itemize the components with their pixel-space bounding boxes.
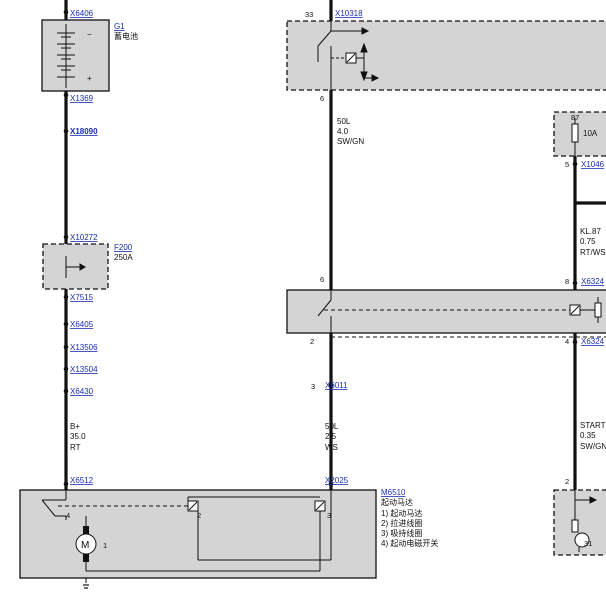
relay-contact-icon xyxy=(317,290,602,333)
splice-dot xyxy=(63,481,69,487)
starter-legend-3: 3) 吸持线圈 xyxy=(381,528,422,538)
pin-1-starter: 1 xyxy=(103,541,107,550)
solenoid-switch-icon xyxy=(41,490,332,572)
pin-2-starter: 2 xyxy=(197,511,201,520)
starter-legend-4: 4) 起动电磁开关 xyxy=(381,538,438,548)
fuse-pin-87: 87 xyxy=(571,113,579,122)
relay-switch-icon xyxy=(317,21,380,90)
fuse-10a-box xyxy=(553,111,606,157)
splice-dot xyxy=(63,234,69,240)
wire-50l-bottom-signal: 50L xyxy=(325,422,339,431)
splice-dot xyxy=(328,382,334,388)
wire-50l-top-color: SW/GN xyxy=(337,137,364,146)
splice-dot xyxy=(63,128,69,134)
connector-x10272[interactable]: X10272 xyxy=(70,233,98,242)
pin-3-x6011: 3 xyxy=(311,382,315,391)
motor-icon: M xyxy=(75,526,97,562)
wire-50l-top-size: 4.0 xyxy=(337,127,349,136)
splice-dot xyxy=(63,344,69,350)
connector-x13504[interactable]: X13504 xyxy=(70,365,98,374)
main-wire-color: RT xyxy=(70,443,81,452)
pin-8: 8 xyxy=(565,277,569,286)
connector-x6430[interactable]: X6430 xyxy=(70,387,94,396)
battery-box xyxy=(41,19,110,92)
splice-dot xyxy=(63,366,69,372)
splice-dot xyxy=(63,321,69,327)
pin-6-top: 6 xyxy=(320,94,324,103)
sensor-icon xyxy=(571,490,598,552)
pin-2-right: 2 xyxy=(565,477,569,486)
connector-x6324-top[interactable]: X6324 xyxy=(581,277,605,286)
connector-x2025[interactable]: X2025 xyxy=(325,476,349,485)
main-wire-signal: B+ xyxy=(70,422,80,431)
starter-legend-2: 2) 拉进线圈 xyxy=(381,518,422,528)
pin-3-starter: 3 xyxy=(327,511,331,520)
splice-dot xyxy=(572,280,578,286)
connector-x1369[interactable]: X1369 xyxy=(70,94,94,103)
pin-2-relay: 2 xyxy=(310,337,314,346)
wire-kl87-signal: KL.87 xyxy=(580,227,601,236)
svg-text:M: M xyxy=(81,540,89,551)
connector-x7515[interactable]: X7515 xyxy=(70,293,94,302)
wire-start-signal: START xyxy=(580,421,606,430)
battery-icon xyxy=(57,24,75,88)
connector-x6406[interactable]: X6406 xyxy=(70,9,94,18)
wire-50l-top-signal: 50L xyxy=(337,117,351,126)
splice-dot xyxy=(63,388,69,394)
wire-kl87-size: 0.75 xyxy=(580,237,596,246)
starter-name: 起动马达 xyxy=(381,497,413,507)
ground-icon xyxy=(83,584,89,589)
pin-31: 31 xyxy=(584,539,592,548)
connector-x6405[interactable]: X6405 xyxy=(70,320,94,329)
splice-dot xyxy=(572,161,578,167)
connector-x6324-bottom[interactable]: X6324 xyxy=(581,337,605,346)
starter-legend-1: 1) 起动马达 xyxy=(381,508,422,518)
splice-dot xyxy=(63,9,69,15)
splice-dot xyxy=(63,92,69,98)
relay-x6324[interactable] xyxy=(286,289,606,334)
connector-x6011[interactable]: X6011 xyxy=(325,381,348,390)
wire-50l-bottom-color: WS xyxy=(325,443,338,452)
fuse-f200-id-link[interactable]: F200 xyxy=(114,243,133,252)
connector-x13506[interactable]: X13506 xyxy=(70,343,98,352)
wire-50l-bottom-size: 2.5 xyxy=(325,432,337,441)
fuse-10a-rating: 10A xyxy=(583,129,598,138)
fuse-f200-rating: 250A xyxy=(114,253,133,262)
pin-33: 33 xyxy=(305,10,313,19)
relay-box-middle xyxy=(286,289,606,334)
connector-x18090[interactable]: X18090 xyxy=(70,127,98,136)
pin-4-relay: 4 xyxy=(565,337,569,346)
fuse-10a[interactable] xyxy=(553,111,606,157)
wire-kl87-color: RT/WS xyxy=(580,248,606,257)
fuse-icon xyxy=(65,256,86,278)
battery-name: 蓄电池 xyxy=(114,31,138,41)
pin-6-relay: 6 xyxy=(320,275,324,284)
sensor-module[interactable] xyxy=(553,489,606,556)
relay-box-top xyxy=(286,20,606,91)
main-wire-size: 35.0 xyxy=(70,432,86,441)
splice-dot xyxy=(328,481,334,487)
connector-x1046[interactable]: X1046 xyxy=(581,160,605,169)
wire-start-color: SW/GN xyxy=(580,442,606,451)
battery-minus-sign: − xyxy=(87,30,92,39)
relay-x10318[interactable] xyxy=(286,20,606,91)
fuse-icon xyxy=(571,123,579,143)
splice-dot xyxy=(63,294,69,300)
connector-x10318[interactable]: X10318 xyxy=(335,9,363,18)
starter-id-link[interactable]: M6510 xyxy=(381,488,406,497)
connector-x6512[interactable]: X6512 xyxy=(70,476,94,485)
battery-id-link[interactable]: G1 xyxy=(114,22,125,31)
fuse-f200[interactable] xyxy=(42,243,109,290)
battery-g1[interactable]: − + xyxy=(41,19,110,92)
starter-motor-m6510[interactable]: M xyxy=(19,489,377,579)
pin-4-starter: 4 xyxy=(66,511,70,520)
battery-plus-sign: + xyxy=(87,74,92,83)
pin-5: 5 xyxy=(565,160,569,169)
splice-dot xyxy=(572,339,578,345)
wire-start-size: 0.35 xyxy=(580,431,596,440)
